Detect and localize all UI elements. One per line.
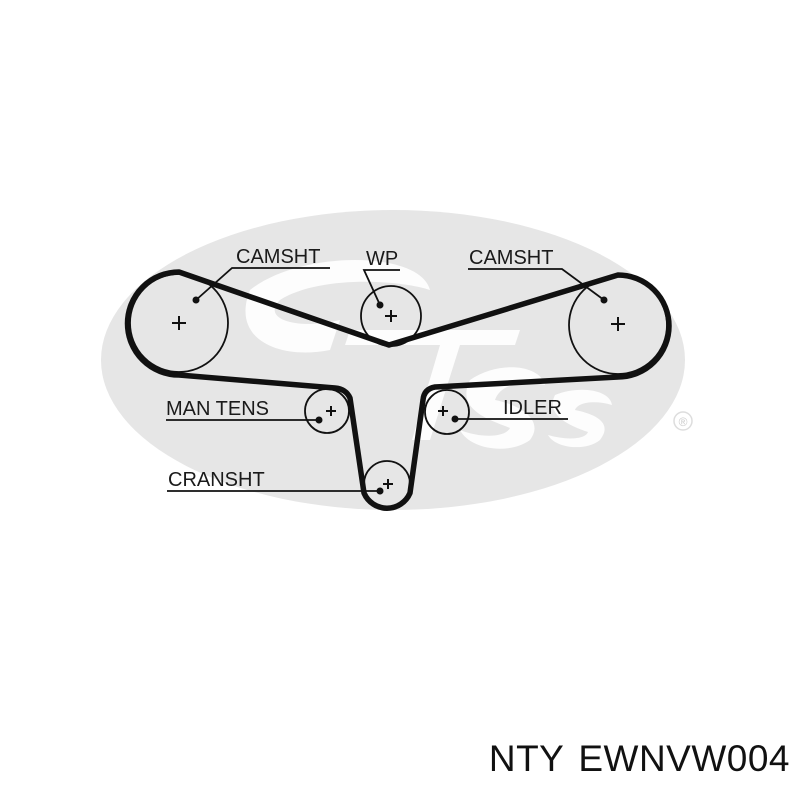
man-tens-center-mark (326, 406, 336, 416)
brand-label: NTY (488, 738, 565, 779)
idler-label: IDLER (503, 397, 562, 419)
camshaft-left-center-mark (172, 316, 186, 330)
crankshaft-label: CRANSHT (168, 469, 265, 491)
idler-pulley (424, 389, 470, 435)
idler-center-mark (438, 406, 448, 416)
part-caption: NTY EWNVW004 (489, 738, 790, 780)
camshaft-right-center-mark (611, 317, 625, 331)
part-number-label: EWNVW004 (578, 738, 790, 779)
crankshaft-center-mark (383, 479, 393, 489)
crankshaft-leader-dot (376, 487, 384, 495)
camshaft-left-leader (195, 267, 330, 301)
water-pump-leader (362, 269, 400, 306)
registered-mark: ® (679, 415, 688, 429)
camshaft-right-leader-dot (600, 296, 608, 304)
water-pump-center-mark (385, 310, 397, 322)
timing-belt (124, 269, 672, 511)
water-pump-label: WP (366, 248, 398, 270)
idler-leader-dot (451, 415, 459, 423)
camshaft-left-leader-dot (192, 296, 200, 304)
man-tens-leader-dot (315, 416, 323, 424)
camshaft-left-label: CAMSHT (236, 246, 320, 268)
camshaft-right-leader (468, 268, 605, 301)
camshaft-right-label: CAMSHT (469, 247, 553, 269)
water-pump-leader-dot (376, 301, 384, 309)
man-tens-label: MAN TENS (166, 398, 269, 420)
